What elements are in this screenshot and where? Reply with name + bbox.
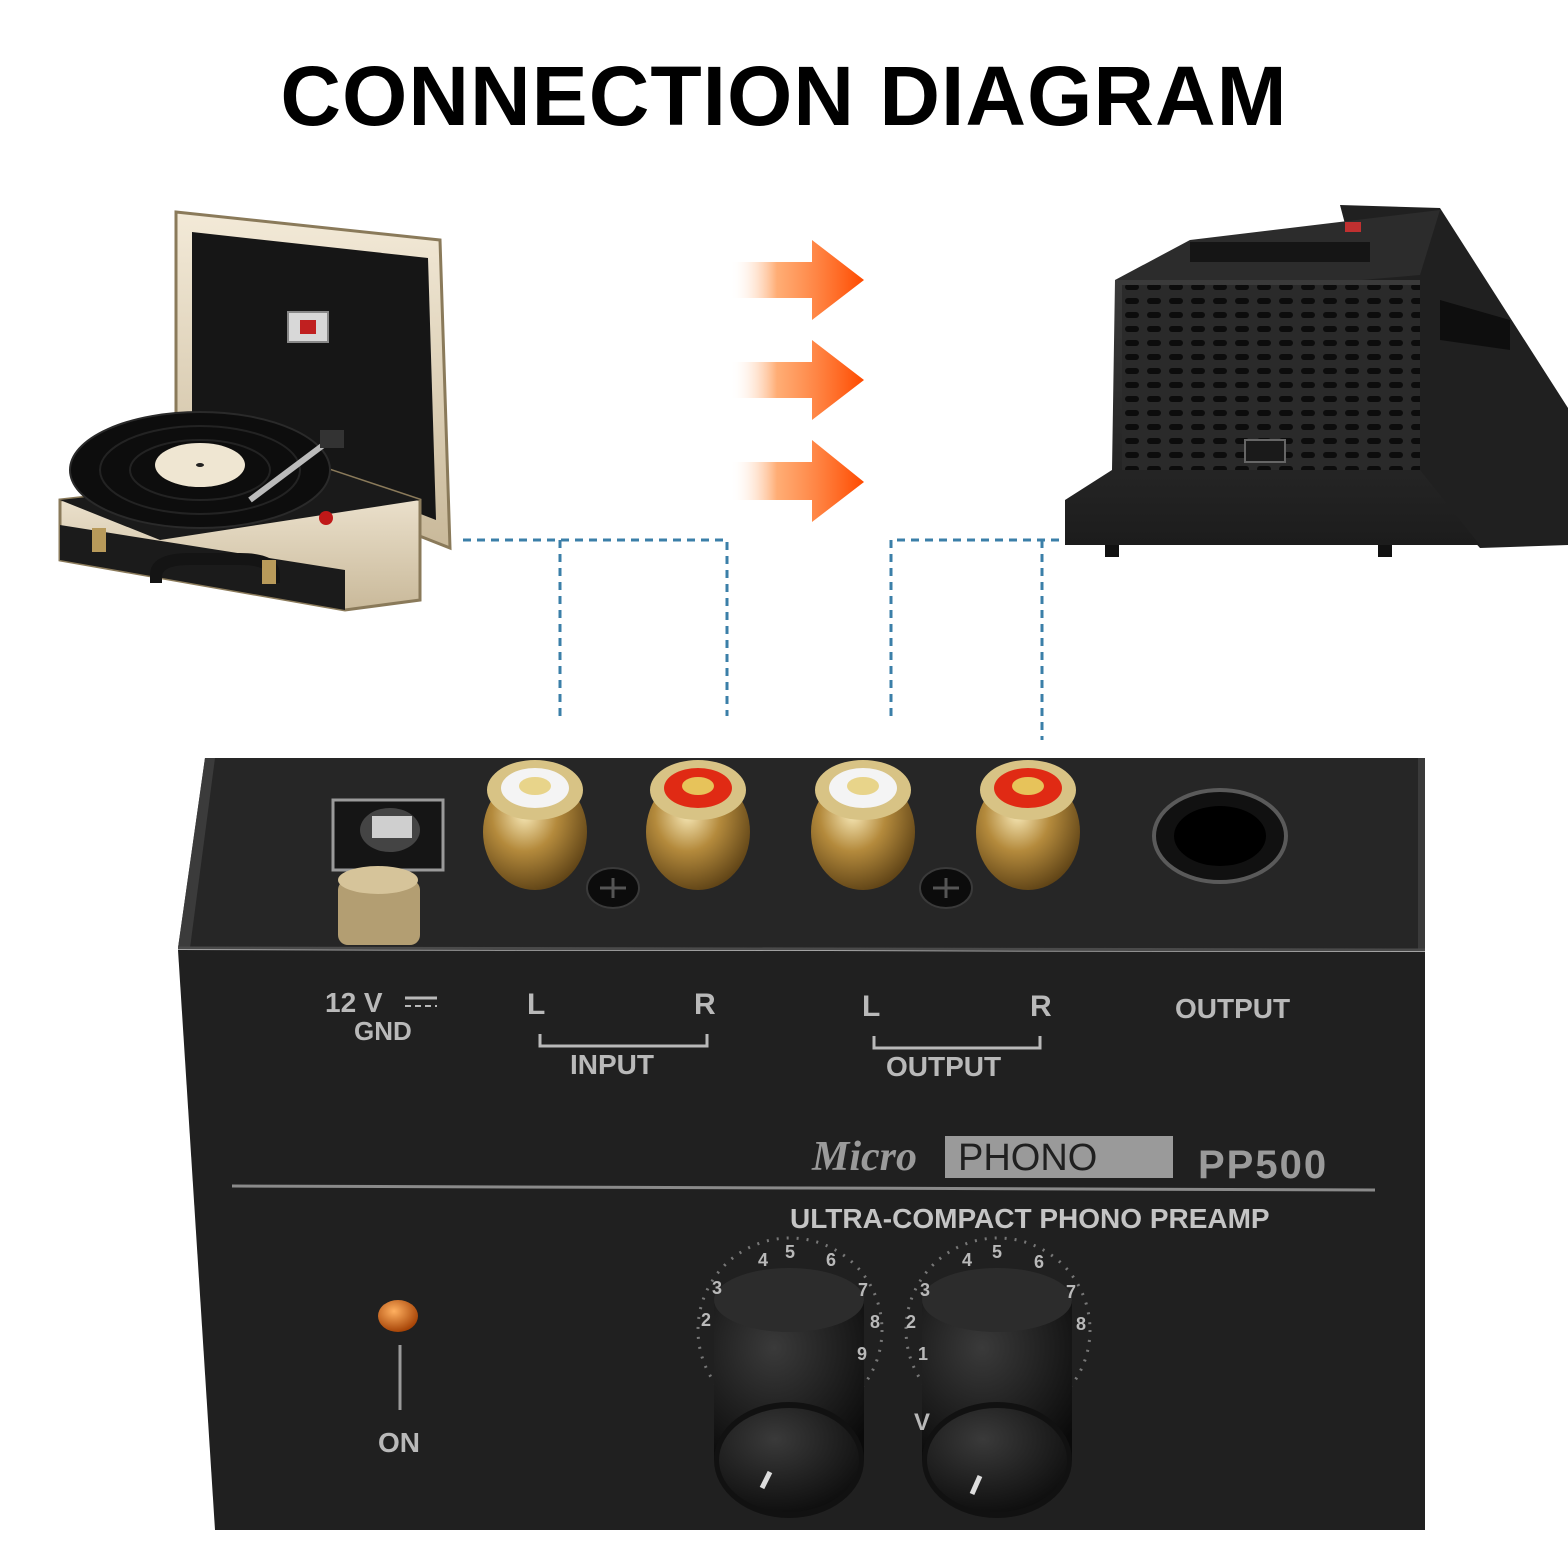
knob-scale-dots [904, 1236, 1092, 1424]
gain-scale-7: 7 [858, 1280, 868, 1300]
volume-scale-1: 1 [918, 1344, 928, 1364]
panel-screw [586, 867, 640, 909]
gain-knob[interactable] [696, 1236, 884, 1518]
output-left-label: L [862, 990, 880, 1023]
volume-scale-2: 2 [906, 1312, 916, 1332]
output-right-rca-jack[interactable] [976, 760, 1080, 890]
input-right-rca-jack[interactable] [646, 760, 750, 890]
brand-phono: PHONO [958, 1137, 1097, 1179]
product-subtitle: ULTRA-COMPACT PHONO PREAMP [790, 1203, 1270, 1234]
volume-partial-label: V [914, 1409, 930, 1436]
output-right-label: R [1030, 990, 1052, 1023]
headphone-output-jack[interactable] [1152, 788, 1288, 884]
phono-preamp: 12 V GND L R INPUT L R OUTPUT OUTPUT Mic… [177, 758, 1426, 1530]
output-bracket [872, 1036, 1042, 1050]
input-right-label: R [694, 988, 716, 1021]
output-label: OUTPUT [886, 1051, 1001, 1082]
input-bracket [538, 1034, 709, 1048]
gain-scale-4: 4 [758, 1250, 768, 1270]
power-label: 12 V [325, 987, 383, 1018]
gain-scale-6: 6 [826, 1250, 836, 1270]
divider-line [231, 1184, 1376, 1192]
brand-phono-box [945, 1136, 1173, 1178]
power-led [378, 1300, 418, 1332]
flow-arrows [730, 240, 864, 522]
input-connector [463, 538, 729, 716]
panel-screw [919, 867, 973, 909]
speaker-icon [1065, 205, 1568, 557]
knob-scale-dots [696, 1236, 884, 1424]
brand-micro: Micro [811, 1134, 917, 1180]
gain-scale-5: 5 [785, 1242, 795, 1262]
volume-scale-6: 6 [1034, 1252, 1044, 1272]
arrow-right-icon [730, 240, 864, 320]
arrow-right-icon [730, 340, 864, 420]
input-label: INPUT [570, 1049, 654, 1080]
volume-scale-5: 5 [992, 1242, 1002, 1262]
output-left-rca-jack[interactable] [811, 760, 915, 890]
diagram-title: CONNECTION DIAGRAM [280, 49, 1288, 143]
connector-lines [463, 538, 1064, 740]
gain-scale-3: 3 [712, 1278, 722, 1298]
volume-scale-8: 8 [1076, 1314, 1086, 1334]
model-name: PP500 [1198, 1143, 1328, 1187]
input-left-label: L [527, 988, 545, 1021]
ground-screw[interactable] [338, 866, 420, 945]
turntable-icon [58, 210, 452, 612]
gain-scale-8: 8 [870, 1312, 880, 1332]
gain-scale-2: 2 [701, 1310, 711, 1330]
volume-scale-3: 3 [920, 1280, 930, 1300]
led-label: ON [378, 1427, 420, 1458]
input-left-rca-jack[interactable] [483, 760, 587, 890]
arrow-right-icon [730, 440, 864, 522]
gnd-label: GND [354, 1016, 412, 1046]
volume-knob[interactable] [904, 1236, 1092, 1518]
volume-scale-4: 4 [962, 1250, 972, 1270]
volume-scale-7: 7 [1066, 1282, 1076, 1302]
output-connector [889, 538, 1064, 716]
headphone-output-label: OUTPUT [1175, 993, 1290, 1024]
gain-scale-9: 9 [857, 1344, 867, 1364]
